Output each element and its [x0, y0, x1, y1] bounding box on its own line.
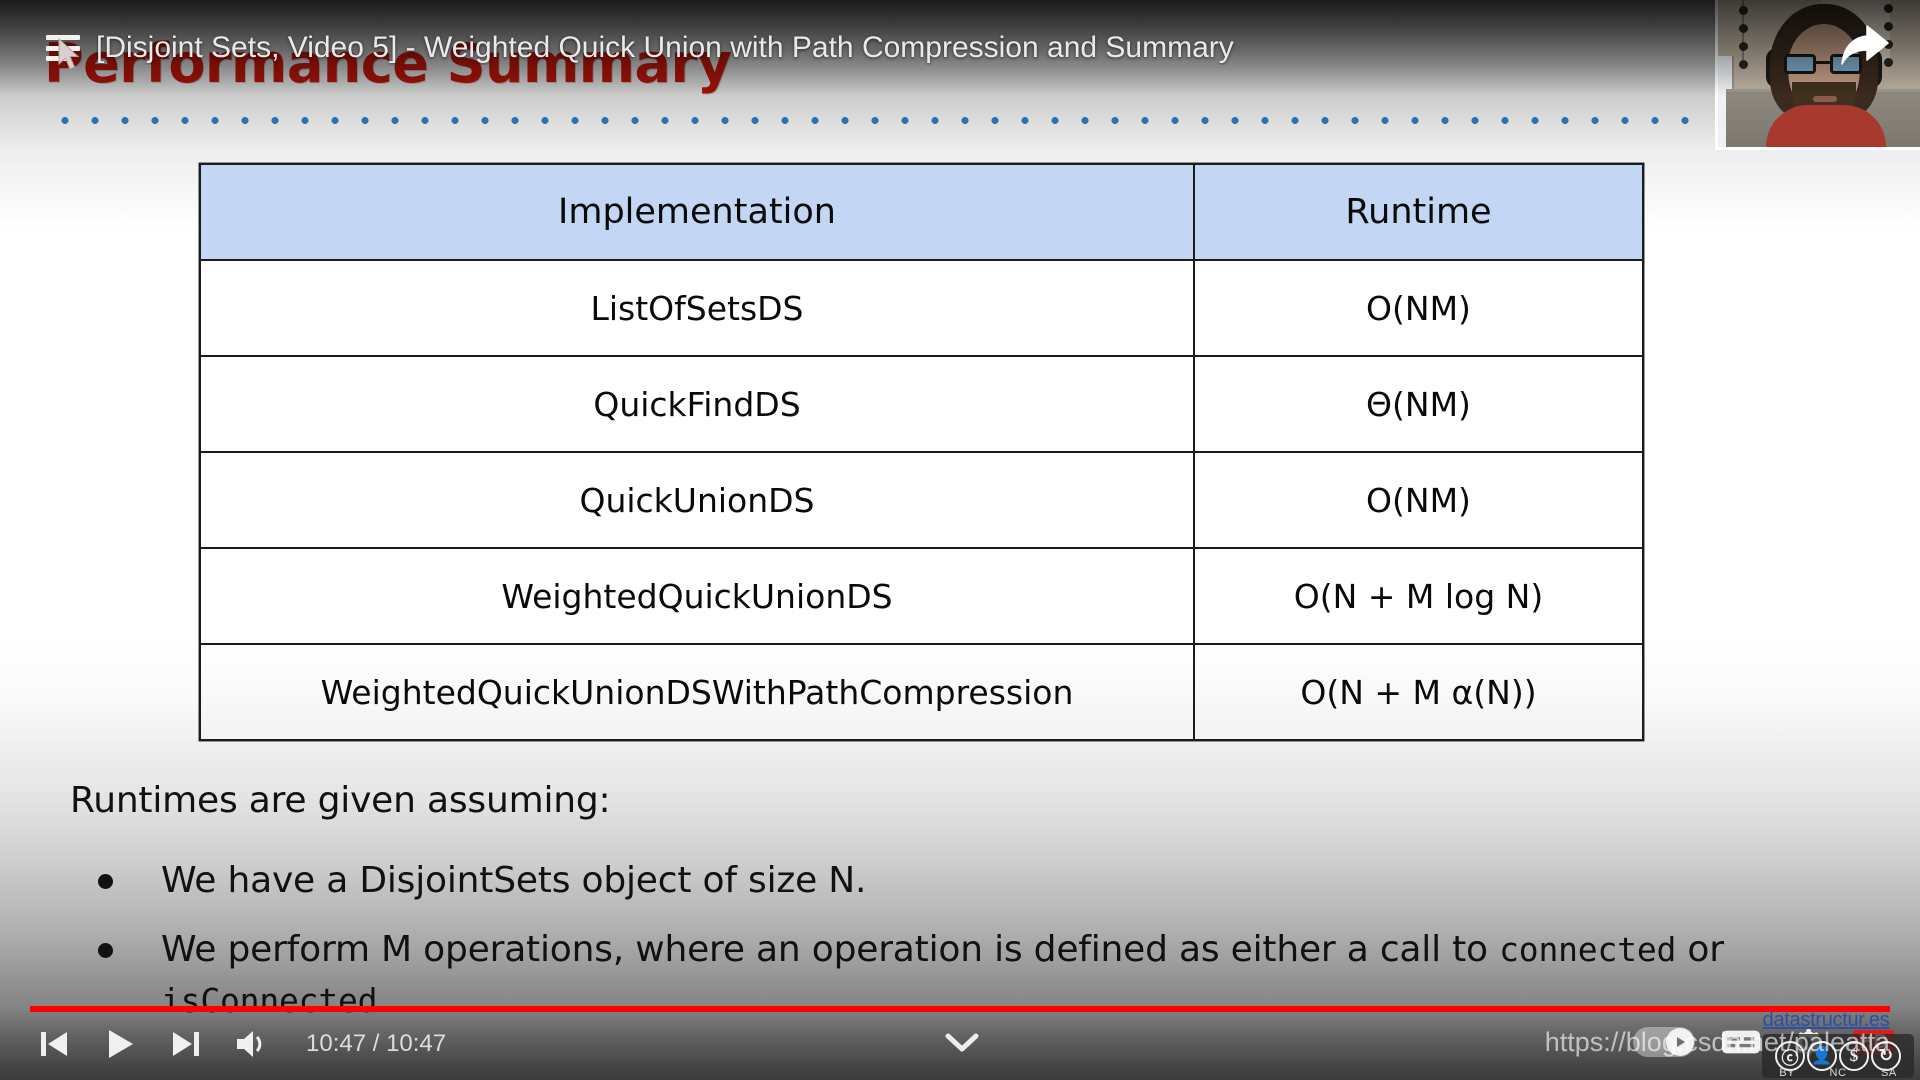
bullet-text-mid: or — [1676, 929, 1724, 971]
cell-runtime: O(N + M log N) — [1193, 547, 1644, 645]
code-isconnected: isConnected — [161, 981, 378, 1021]
time-display: 10:47 / 10:47 — [306, 1030, 447, 1057]
progress-bar-track[interactable] — [30, 1006, 1890, 1012]
column-header-runtime: Runtime — [1193, 163, 1644, 261]
slide-body-text: Runtimes are given assuming: We have a D… — [70, 780, 1870, 1044]
cell-implementation: QuickFindDS — [199, 355, 1195, 453]
table-row: WeightedQuickUnionDSWithPathCompression … — [199, 643, 1644, 741]
cell-runtime: O(NM) — [1193, 259, 1644, 357]
previous-track-button[interactable] — [34, 1024, 74, 1064]
datastructures-site-link[interactable]: datastructur.es — [1762, 1009, 1890, 1031]
player-controls-left: 10:47 / 10:47 — [34, 1024, 446, 1064]
bullet-text-suffix: . — [377, 980, 389, 1022]
progress-bar-fill — [30, 1006, 1890, 1012]
cc-label-sa: SA — [1881, 1067, 1897, 1079]
bullet-dot-icon — [98, 874, 113, 889]
creative-commons-badge: ⓒ 👤 $ ↻ BY NC SA — [1762, 1034, 1914, 1079]
share-arrow-icon[interactable] — [1840, 24, 1890, 68]
webcam-shirt — [1766, 105, 1886, 147]
bullet-text: We have a DisjointSets object of size N. — [161, 860, 867, 901]
cc-sa-icon: ↻ — [1871, 1041, 1901, 1071]
list-item: We have a DisjointSets object of size N. — [70, 855, 1870, 906]
column-header-implementation: Implementation — [199, 163, 1195, 261]
volume-button[interactable] — [232, 1024, 272, 1064]
cell-runtime: O(NM) — [1193, 451, 1644, 549]
video-title: [Disjoint Sets, Video 5] - Weighted Quic… — [96, 31, 1234, 64]
performance-summary-table: Implementation Runtime ListOfSetsDS O(NM… — [199, 163, 1644, 741]
bullet-dot-icon — [98, 943, 113, 959]
cc-mark-icon: ⓒ — [1775, 1041, 1805, 1071]
play-button[interactable] — [100, 1024, 140, 1064]
table-row: QuickUnionDS O(NM) — [199, 451, 1644, 549]
intro-line: Runtimes are given assuming: — [70, 780, 611, 821]
cell-implementation: WeightedQuickUnionDS — [199, 547, 1195, 645]
cc-labels: BY NC SA — [1762, 1067, 1914, 1079]
table-row: WeightedQuickUnionDS O(N + M log N) — [199, 547, 1644, 645]
branding-block: datastructur.es ⓒ 👤 $ ↻ BY NC SA — [1738, 1009, 1914, 1080]
list-item: We perform M operations, where an operat… — [70, 924, 1870, 1026]
player-top-bar: [Disjoint Sets, Video 5] - Weighted Quic… — [0, 0, 1920, 96]
autoplay-toggle[interactable] — [1633, 1027, 1696, 1057]
cc-label-nc: NC — [1829, 1067, 1847, 1079]
bullet-text-prefix: We perform M operations, where an operat… — [161, 929, 1500, 971]
cell-runtime: O(N + M α(N)) — [1193, 643, 1644, 741]
chevron-down-icon[interactable] — [944, 1030, 980, 1056]
cell-implementation: WeightedQuickUnionDSWithPathCompression — [199, 643, 1195, 741]
autoplay-toggle-knob — [1666, 1028, 1695, 1056]
cell-implementation: ListOfSetsDS — [199, 259, 1195, 357]
cc-label-by: BY — [1779, 1067, 1795, 1079]
cc-nc-icon: $ — [1839, 1041, 1869, 1071]
table-row: QuickFindDS Θ(NM) — [199, 355, 1644, 453]
closed-captions-button[interactable] — [1721, 1022, 1761, 1062]
cc-by-icon: 👤 — [1807, 1041, 1837, 1071]
hamburger-menu-icon[interactable] — [46, 35, 80, 61]
table-header-row: Implementation Runtime — [199, 163, 1644, 261]
next-track-button[interactable] — [166, 1024, 206, 1064]
bullet-text: We perform M operations, where an operat… — [161, 924, 1870, 1026]
cell-implementation: QuickUnionDS — [199, 451, 1195, 549]
cell-runtime: Θ(NM) — [1193, 355, 1644, 453]
table-row: ListOfSetsDS O(NM) — [199, 259, 1644, 357]
webcam-mouth — [1813, 96, 1837, 102]
dotted-divider — [50, 116, 1705, 125]
player-bottom-bar: 10:47 / 10:47 — [0, 1006, 1920, 1080]
code-connected: connected — [1499, 930, 1677, 970]
